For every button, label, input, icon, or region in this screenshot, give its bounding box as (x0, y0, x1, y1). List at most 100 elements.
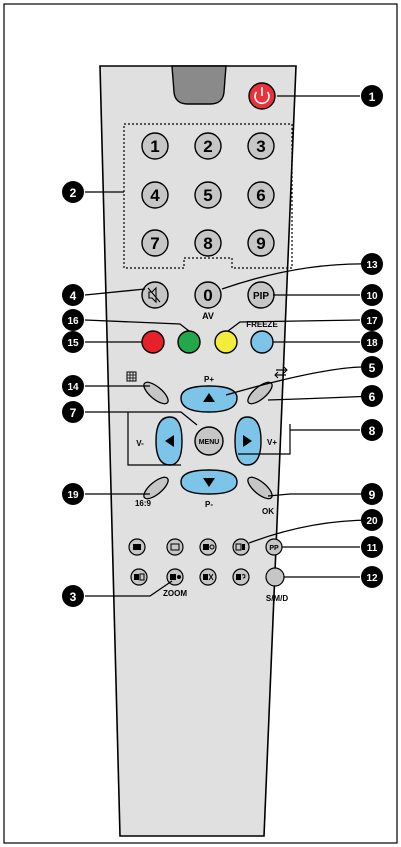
svg-text:7: 7 (70, 406, 77, 420)
digit-label-5: 5 (203, 186, 212, 205)
svg-text:12: 12 (366, 573, 378, 584)
svg-text:6: 6 (369, 390, 376, 404)
arrow-right-icon (243, 435, 252, 447)
smd-label: S/M/D (266, 594, 288, 603)
volume-down-label: V- (136, 439, 144, 448)
green-button[interactable] (177, 330, 201, 354)
teletext-row-1: PP (128, 538, 283, 556)
callout-10: 10 (361, 284, 383, 306)
swap-arrows-icon (274, 366, 288, 379)
menu-label: MENU (199, 439, 220, 446)
digit-button-6[interactable]: 6 (247, 181, 275, 209)
digit-button-7[interactable]: 7 (141, 229, 169, 257)
teletext-button[interactable] (141, 379, 172, 407)
arrow-up-icon (203, 393, 215, 402)
mute-button[interactable] (141, 281, 169, 309)
svg-text:3: 3 (70, 590, 77, 604)
reveal-icon (236, 574, 241, 580)
svg-text:14: 14 (67, 382, 79, 393)
teletext-text-button[interactable] (128, 538, 146, 556)
red-button[interactable] (141, 330, 165, 354)
program-up-label: P+ (204, 375, 214, 384)
volume-down-bracket (127, 412, 181, 466)
swap-button[interactable] (245, 379, 276, 407)
callout-5: 5 (361, 356, 383, 378)
svg-text:4: 4 (70, 289, 77, 303)
ok-button[interactable] (245, 474, 276, 502)
power-icon (254, 91, 270, 105)
svg-text:20: 20 (366, 516, 378, 527)
svg-text:2: 2 (70, 186, 77, 200)
teletext-picture-button[interactable] (232, 538, 250, 556)
digit-label-8: 8 (203, 234, 212, 253)
callout-1: 1 (361, 85, 383, 107)
remote-body (99, 65, 297, 837)
ok-label: OK (262, 507, 274, 516)
digit-label-4: 4 (150, 186, 160, 205)
digit-button-4[interactable]: 4 (141, 181, 169, 209)
number-pad: 1 2 3 4 5 6 7 8 9 0 (141, 132, 275, 309)
subpage-icon (134, 574, 139, 580)
callout-badges: 1 2 3 4 5 6 7 8 9 10 11 12 13 14 15 16 1… (62, 85, 383, 607)
digit-button-3[interactable]: 3 (247, 132, 275, 160)
callout-4: 4 (62, 284, 84, 306)
cancel-icon (203, 574, 208, 580)
digit-button-8[interactable]: 8 (194, 229, 222, 257)
mix-icon (203, 544, 209, 550)
callout-13: 13 (361, 253, 383, 275)
svg-text:18: 18 (366, 338, 378, 349)
digit-label-1: 1 (150, 137, 159, 156)
digit-label-3: 3 (256, 137, 265, 156)
menu-button[interactable] (194, 426, 224, 456)
digit-button-2[interactable]: 2 (194, 132, 222, 160)
callout-19: 19 (62, 483, 84, 505)
callout-3: 3 (62, 585, 84, 607)
aspect-169-button[interactable] (141, 474, 172, 502)
teletext-subpage-button[interactable] (130, 568, 148, 586)
callout-6: 6 (361, 385, 383, 407)
mute-icon-slash (147, 287, 161, 303)
svg-text:10: 10 (366, 291, 378, 302)
volume-up-label: V+ (267, 438, 277, 447)
digit-button-0[interactable]: 0 (194, 281, 222, 309)
svg-text:16: 16 (67, 316, 79, 327)
digit-button-1[interactable]: 1 (141, 132, 169, 160)
svg-text:8: 8 (369, 424, 376, 438)
teletext-cancel-button[interactable] (199, 568, 217, 586)
callout-8: 8 (361, 419, 383, 441)
blue-button[interactable] (250, 330, 274, 354)
callout-7: 7 (62, 401, 84, 423)
freeze-label: FREEZE (246, 320, 278, 329)
teletext-reveal-button[interactable] (232, 568, 250, 586)
navigation-cluster: MENU (127, 379, 291, 502)
teletext-mix-button[interactable] (199, 538, 217, 556)
pip-label: PIP (253, 291, 269, 302)
svg-text:13: 13 (366, 260, 378, 271)
program-down-label: P- (205, 500, 213, 509)
pip-button[interactable]: PIP (247, 281, 275, 309)
smd-button[interactable] (265, 567, 285, 587)
svg-text:1: 1 (369, 90, 376, 104)
svg-text:9: 9 (369, 488, 376, 502)
callout-9: 9 (361, 483, 383, 505)
callout-2: 2 (62, 181, 84, 203)
callout-12: 12 (361, 566, 383, 588)
digit-button-5[interactable]: 5 (194, 181, 222, 209)
pp-button[interactable]: PP (265, 538, 283, 556)
callout-17: 17 (361, 309, 383, 331)
arrow-down-icon (203, 478, 215, 487)
yellow-button[interactable] (214, 330, 238, 354)
teletext-index-button[interactable] (166, 538, 184, 556)
svg-text:17: 17 (366, 316, 378, 327)
callout-16: 16 (62, 309, 84, 331)
zoom-label: ZOOM (163, 589, 187, 598)
digit-label-2: 2 (203, 137, 212, 156)
svg-text:15: 15 (67, 338, 79, 349)
page-border (3, 3, 398, 844)
svg-text:11: 11 (367, 543, 378, 554)
digit-label-0: 0 (203, 286, 212, 305)
svg-text:19: 19 (67, 490, 79, 501)
zoom-icon (170, 574, 176, 580)
digit-button-9[interactable]: 9 (247, 229, 275, 257)
